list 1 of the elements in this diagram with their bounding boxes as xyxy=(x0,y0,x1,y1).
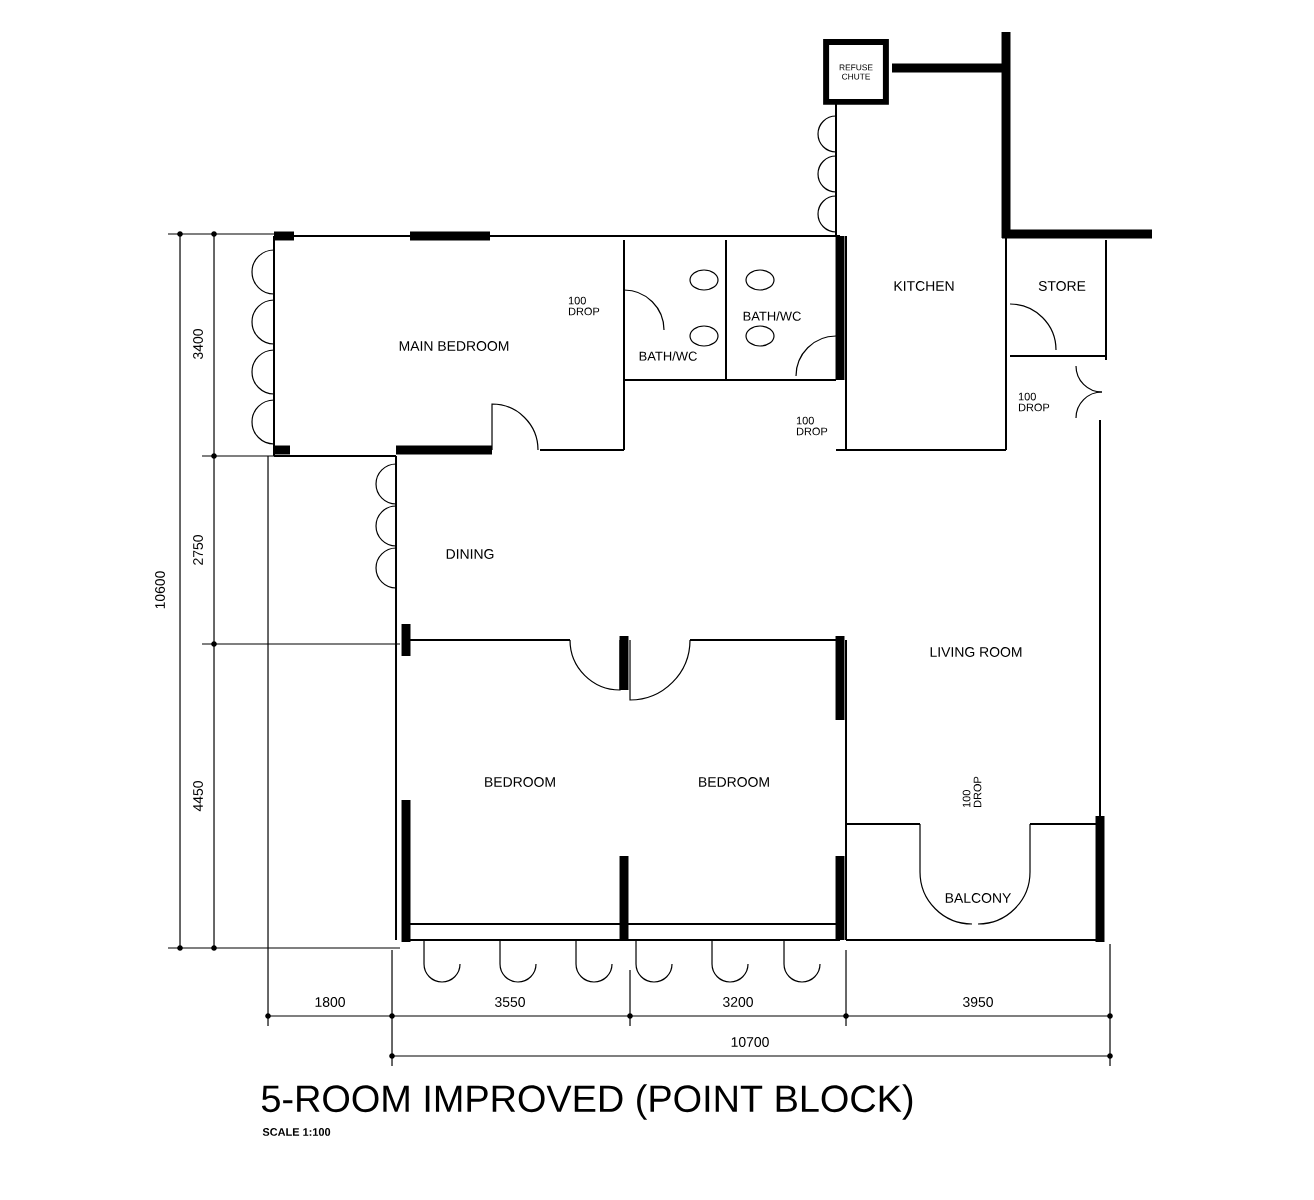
plan-title: 5-ROOM IMPROVED (POINT BLOCK) xyxy=(261,1084,913,1120)
